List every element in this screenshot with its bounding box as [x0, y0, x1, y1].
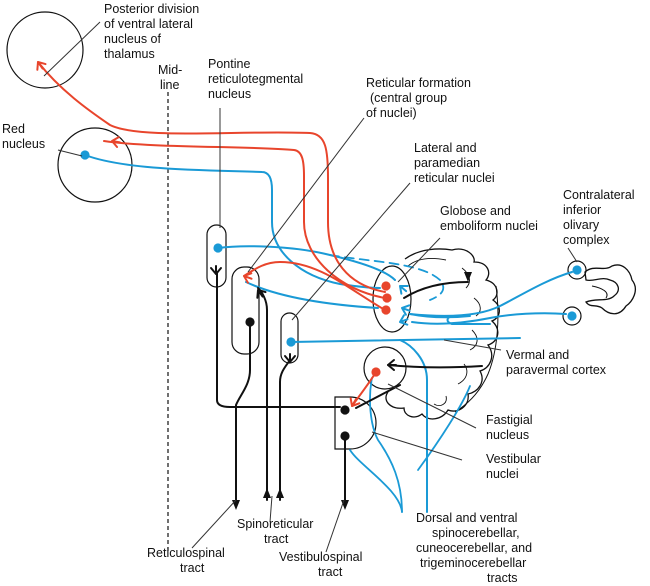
dorsal-branch-b [417, 385, 471, 471]
labels: Posterior division of ventral lateral nu… [2, 2, 638, 585]
synapse-globose-blue-3 [399, 314, 409, 326]
leader-lines [43, 21, 578, 553]
pontine-blue-tract-dash [329, 254, 445, 301]
arrow-reticulospinal [232, 500, 240, 510]
reticulospinal-tract [235, 321, 251, 501]
cerebellar-folia-inner [407, 257, 481, 407]
reticular-blue-tract [245, 281, 379, 309]
globose-black-output [403, 281, 469, 299]
leader-reticulospinal [191, 499, 237, 549]
neuron-cell-bodies [80, 150, 582, 441]
structure-outlines [6, 11, 412, 552]
olivary-return-blue [409, 313, 491, 325]
red-pathways [37, 61, 386, 407]
dot-reticular [245, 317, 255, 327]
synapse-globose-blue-1 [399, 285, 409, 295]
leader-olivary [567, 247, 578, 263]
dorsal-ventral-tract-blue [399, 339, 429, 513]
label-red-nucleus: Red nucleus [2, 122, 45, 151]
dot-olivary-lower [567, 311, 577, 321]
spinoreticular-tract-right [279, 359, 291, 501]
olivary-complex [562, 260, 636, 326]
synapse-terminals [36, 61, 411, 407]
dot-globose-2 [382, 293, 392, 303]
label-lateral-paramedian: Lateral and paramedian reticular nuclei [414, 141, 495, 185]
fastigial-black-output [387, 364, 483, 369]
label-reticular-formation: Reticular formation (central group of nu… [366, 76, 474, 120]
leader-reticular [247, 117, 365, 273]
dot-vestibular-1 [340, 405, 350, 415]
blue-pathways [84, 154, 573, 513]
label-reticulospinal: Reticulospinal tract [147, 546, 228, 575]
label-vestibulospinal: Vestibulospinal tract [279, 550, 366, 579]
leader-vestibular [371, 431, 463, 461]
leader-vermal [443, 339, 502, 351]
dot-globose-1 [381, 281, 391, 291]
dot-globose-3 [381, 305, 391, 315]
leader-thalamus [43, 21, 101, 77]
dot-fastigial [371, 367, 381, 377]
leader-lateral [291, 182, 411, 321]
synapse-reticular-black [256, 289, 267, 299]
dorsal-branch-a [369, 377, 403, 513]
label-vestibular: Vestibular nuclei [486, 452, 544, 481]
dot-lateral-reticular [286, 337, 296, 347]
fastigial-outline [363, 346, 407, 390]
dot-red-nucleus [80, 150, 90, 160]
dot-vestibular-2 [340, 431, 350, 441]
reticulospinal-left [216, 271, 341, 408]
synapse-globose-blue-2 [401, 304, 411, 316]
leader-globose [397, 237, 441, 283]
label-olivary: Contralateral inferior olivary complex [563, 188, 638, 247]
synapse-red-nucleus [111, 136, 121, 148]
olivary-lower-ring [562, 306, 582, 326]
olivary-fold [591, 285, 608, 299]
cerebellar-cortex [385, 248, 500, 420]
synapse-thalamus [36, 61, 47, 71]
vestibular-black-input [355, 384, 401, 409]
arrow-spinoreticular-left [263, 488, 271, 498]
arrow-olivary-blue [464, 272, 472, 282]
thalamic-red-tract [37, 61, 386, 293]
olivary-outline [584, 264, 636, 315]
leader-red-nucleus [57, 149, 83, 157]
leader-vestibulospinal [325, 499, 345, 553]
label-midline: Mid- line [158, 63, 186, 92]
red-nucleus-red-tract [103, 140, 386, 299]
olivary-upper-ring [567, 260, 587, 280]
label-thalamus: Posterior division of ventral lateral nu… [104, 2, 203, 61]
synapse-reticular-red [243, 272, 253, 284]
label-vermal: Vermal and paravermal cortex [506, 348, 607, 377]
synapse-vestibular-red [349, 397, 361, 407]
arrow-spinoreticular-right [276, 488, 284, 498]
red-nucleus-outline [57, 127, 133, 203]
reticular-red-tract [243, 261, 386, 311]
cerebellar-folia-outline [385, 248, 500, 420]
synapse-pontine [210, 265, 222, 275]
label-dorsal-ventral: Dorsal and ventral spinocerebellar, cune… [416, 511, 536, 585]
globose-emboliform-outline [372, 265, 412, 333]
cerebellar-midline [454, 285, 499, 413]
synapse-fastigial-black [387, 359, 397, 371]
thalamus-outline [6, 11, 84, 89]
olivary-lower-blue [411, 312, 567, 325]
label-pontine: Pontine reticulotegmental nucleus [208, 57, 307, 101]
dorsal-branch-c [349, 449, 403, 513]
reticular-formation-outline [231, 266, 260, 355]
label-globose: Globose and emboliform nuclei [440, 204, 538, 233]
lateral-reticular-blue-tract [290, 337, 521, 343]
olivary-upper-blue [409, 271, 573, 317]
leader-spinoreticular [269, 495, 273, 523]
synapse-lateral [284, 353, 296, 363]
leader-fastigial [387, 383, 477, 429]
label-spinoreticular: Spinoreticular tract [237, 517, 317, 546]
lateral-paramedian-outline [280, 312, 299, 364]
rubral-blue-tract [84, 154, 381, 289]
label-fastigial: Fastigial nucleus [486, 413, 536, 442]
dot-olivary-upper [572, 265, 582, 275]
dot-pontine [213, 243, 223, 253]
